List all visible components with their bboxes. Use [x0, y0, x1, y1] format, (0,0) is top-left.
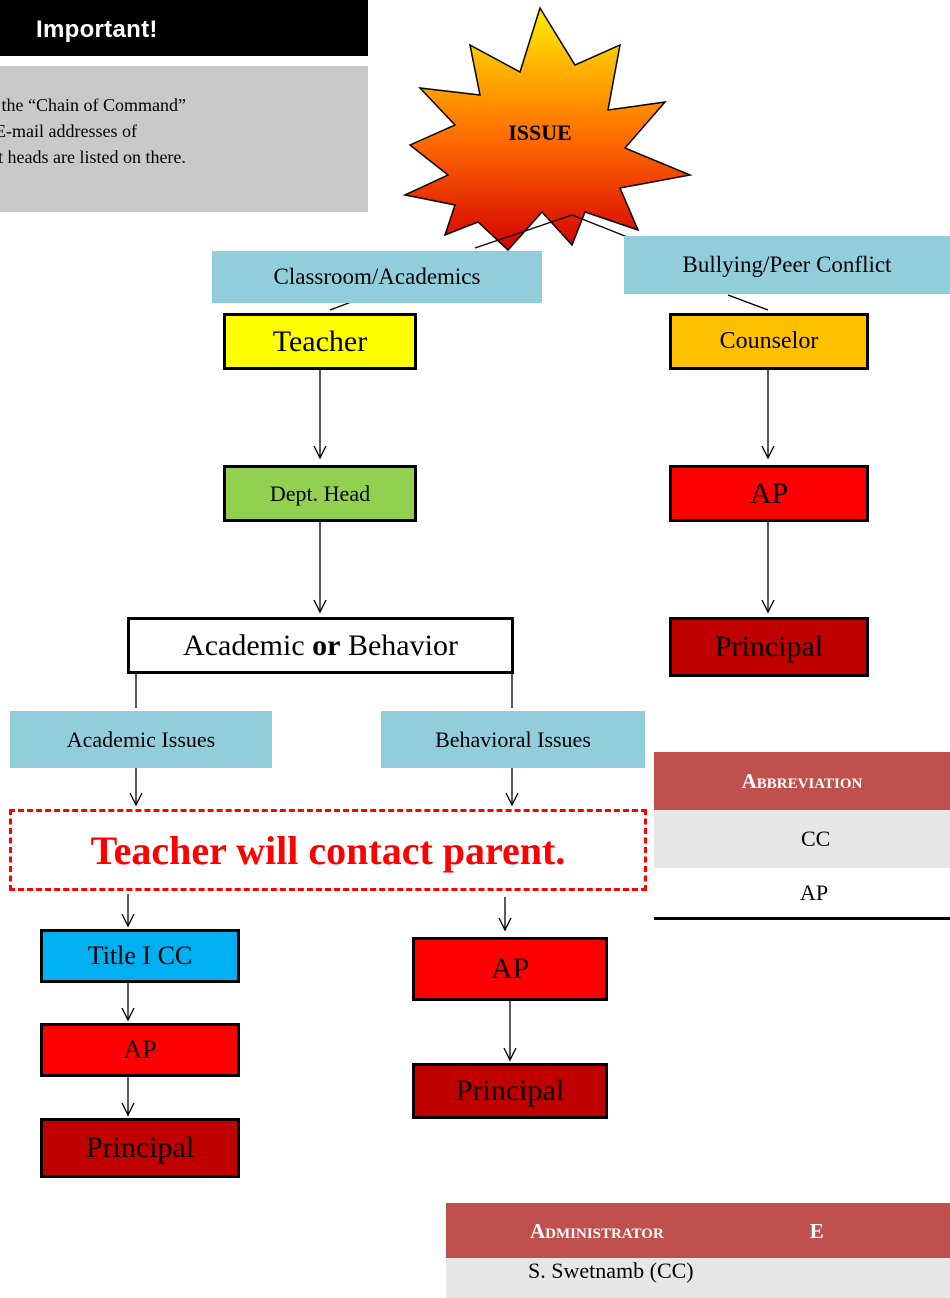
classroom-academics-label: Classroom/Academics — [212, 251, 542, 303]
principal-middle-text: Principal — [455, 1074, 565, 1107]
important-line-3: nent heads are listed on there. — [0, 147, 186, 167]
counselor-box: Counselor — [669, 313, 869, 370]
academic-issues-label: Academic Issues — [10, 711, 272, 768]
decision-or: or — [312, 628, 341, 662]
academic-issues-text: Academic Issues — [66, 726, 216, 752]
behavioral-issues-text: Behavioral Issues — [435, 726, 591, 752]
issue-starburst — [402, 6, 693, 252]
title-i-cc-text: Title I CC — [87, 941, 193, 970]
teacher-contact-parent-box: Teacher will contact parent. — [9, 809, 647, 891]
teacher-contact-parent-text: Teacher will contact parent. — [90, 827, 566, 873]
behavioral-issues-label: Behavioral Issues — [381, 711, 645, 768]
important-note: ead the “Chain of Command” nt. E-mail ad… — [0, 66, 368, 212]
ap-box-middle: AP — [412, 937, 608, 1001]
admin-header-text: Administrator — [530, 1219, 664, 1243]
abbrev-row-ap: AP — [654, 868, 950, 920]
dept-head-box: Dept. Head — [223, 465, 417, 522]
principal-box-right: Principal — [669, 617, 869, 677]
ap-middle-text: AP — [490, 952, 530, 985]
ap-box-left: AP — [40, 1023, 240, 1077]
ap-right-text: AP — [749, 476, 789, 510]
counselor-text: Counselor — [719, 328, 819, 354]
admin-row-1: S. Swetnamb (CC) — [446, 1258, 950, 1298]
issue-label: ISSUE — [490, 118, 590, 148]
abbrev-row-cc: CC — [654, 810, 950, 868]
principal-box-left: Principal — [40, 1118, 240, 1178]
decision-suffix: Behavior — [340, 628, 458, 662]
dept-head-text: Dept. Head — [269, 480, 371, 506]
important-line-2: nt. E-mail addresses of — [0, 121, 137, 141]
important-header: Important! — [0, 0, 368, 56]
issue-text: ISSUE — [508, 120, 572, 145]
academic-or-behavior-box: Academic or Behavior — [127, 617, 514, 674]
abbrev-table-header: Abbreviation — [654, 752, 950, 810]
principal-right-text: Principal — [714, 630, 824, 663]
admin-header-second: E — [809, 1219, 824, 1243]
principal-box-middle: Principal — [412, 1063, 608, 1119]
admin-table-header: Administrator E — [446, 1203, 950, 1260]
decision-prefix: Academic — [183, 628, 313, 662]
important-title: Important! — [36, 16, 158, 43]
ap-box-right: AP — [669, 465, 869, 522]
admin-row-1-text: S. Swetnamb (CC) — [528, 1258, 694, 1283]
teacher-box: Teacher — [223, 313, 417, 370]
teacher-text: Teacher — [272, 324, 368, 358]
classroom-academics-text: Classroom/Academics — [273, 264, 481, 289]
principal-left-text: Principal — [85, 1131, 195, 1164]
title-i-cc-box: Title I CC — [40, 929, 240, 983]
abbrev-header-text: Abbreviation — [741, 768, 863, 793]
bullying-peer-conflict-label: Bullying/Peer Conflict — [624, 236, 950, 294]
abbrev-ap-text: AP — [800, 879, 829, 905]
bullying-peer-conflict-text: Bullying/Peer Conflict — [682, 252, 892, 277]
abbrev-cc-text: CC — [801, 826, 831, 851]
important-line-1: ead the “Chain of Command” — [0, 95, 186, 115]
ap-left-text: AP — [123, 1035, 157, 1064]
